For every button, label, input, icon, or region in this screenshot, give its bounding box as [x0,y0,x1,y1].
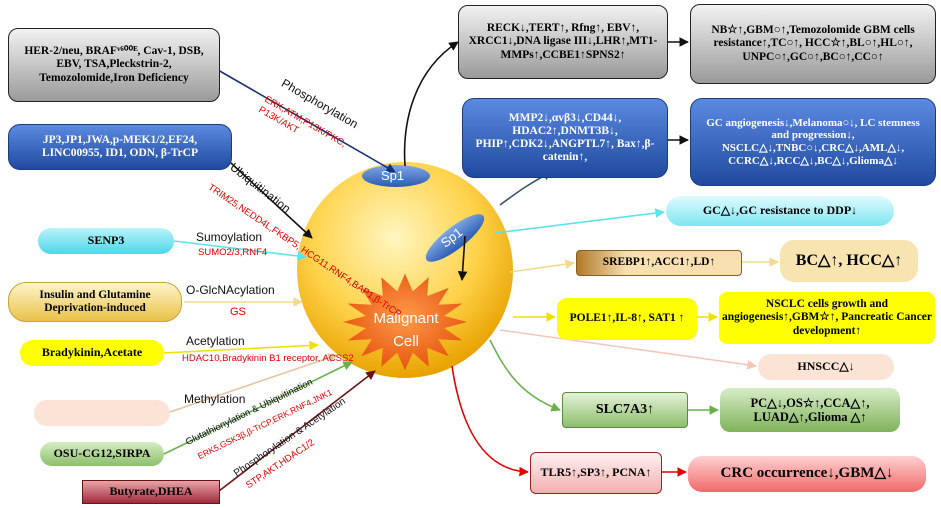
hnscc-box: HNSCC△↓ [758,354,894,380]
sp1-mid-ellipse [425,214,485,262]
pole1-box: POLE1↑,IL-8↑, SAT1 ↑ [557,298,697,340]
insulin-box: Insulin and Glutamine Deprivation-induce… [8,282,182,322]
sp1-top-ellipse [362,165,430,187]
sumoylation-enzymes: SUMO2/3,RNF4 [198,247,268,258]
arrow-to-gcddp [494,208,665,234]
methylation-arrow [169,353,338,413]
arrow-to-slc7a3 [489,339,561,412]
bradykinin-box: Bradykinin,Acetate [20,340,164,366]
phosphorylation-arrow [217,69,396,173]
sp1-to-cell-arrow [457,235,468,281]
butyrate-box: Butyrate,DHEA [82,480,220,504]
gc-angiogenesis-box: GC angiogenesis↓,Melanoma○↓, LC stemness… [690,98,936,186]
arrow-to-tlr5 [451,365,529,477]
malignant-star [343,273,467,371]
tlr5-box: TLR5↑,SP3↑, PCNA↑ [530,452,662,494]
arrow-to-reck [403,41,459,167]
ubiquitination-arrow [230,162,313,239]
jp3-box: JP3,JP1,JWA,p-MEK1/2,EF24, LINC00955, ID… [8,124,232,170]
methylation-label: Methylation [184,392,246,406]
acetylation-label: Acetylation [186,334,245,348]
glut-ubiq-arrow [163,361,353,455]
osu-box: OSU-CG12,SIRPA [40,442,164,466]
sp1-top-label: Sp1 [381,168,405,183]
reck-box: RECK↓,TERT↑, Rfng↑, EBV↑, XRCC1↓,DNA lig… [458,5,668,79]
sumoylation-label: Sumoylation [196,230,263,244]
oglc-label: O-GlcNAcylation [186,283,275,297]
nb-box: NB☆↑,GBM○↑,Temozolomide GBM cells resist… [690,4,936,84]
sumoylation-arrow [173,240,307,261]
gc-ddp-box: GC△↓,GC resistance to DDP↓ [666,196,894,226]
phos-acet-arrow [218,370,376,492]
senp3-box: SENP3 [38,228,174,254]
oglc-enzymes: GS [230,306,246,318]
malignant-cell-label: Malignant Cell [373,310,439,350]
arrow-to-hnscc [499,329,757,370]
acetylation-enzymes: HDAC10,Bradykinin B1 receptor, ACSS2 [182,353,354,364]
crc-box: CRC occurrence↓,GBM△↓ [688,456,926,492]
pc-box: PC△↓,OS☆↑,CCA△↑, LUAD△↑,Glioma △↑ [720,388,900,432]
nsclc-box: NSCLC cells growth and angiogenesis↑,GBM… [719,292,935,344]
methylation-box [34,400,170,426]
mmp2-box: MMP2↓,αvβ3↓,CD44↓, HDAC2↑,DNMT3B↓, PHIP↑… [462,98,668,178]
arrow-to-srebp1 [509,259,575,273]
acetylation-arrow [162,340,319,354]
slc7a3-box: SLC7A3↑ [562,392,688,428]
her2-box: HER-2/neu, BRAFᵛ⁶⁰⁰ᴱ, Cav-1, DSB, EBV, T… [8,28,220,102]
srebp1-box: SREBP1↑,ACC1↑,LD↑ [576,250,742,276]
bc-hcc-box: BC△↑, HCC△↑ [780,240,918,282]
